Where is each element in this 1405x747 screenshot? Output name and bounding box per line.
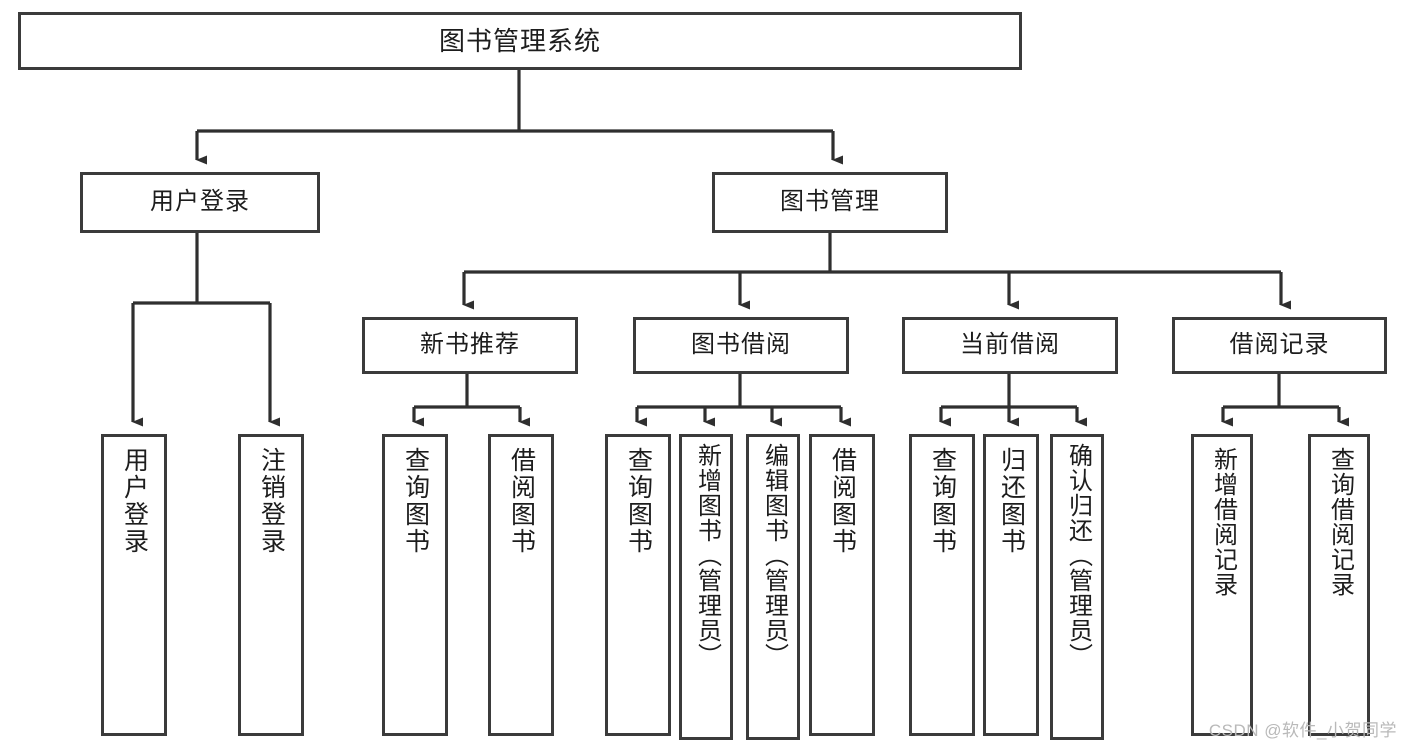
leaf-user-login[interactable]: 用户登录 bbox=[101, 434, 167, 736]
csdn-watermark: CSDN @软件_小贺同学 bbox=[1208, 721, 1397, 740]
leaf-label: 用户登录 bbox=[120, 447, 149, 555]
node-current-borrow[interactable]: 当前借阅 bbox=[902, 317, 1118, 374]
leaf-label: 借阅图书 bbox=[828, 447, 857, 555]
leaf-label: 编辑图书（管理员） bbox=[760, 443, 788, 668]
node-root-system[interactable]: 图书管理系统 bbox=[18, 12, 1022, 70]
leaf-add-book-admin[interactable]: 新增图书（管理员） bbox=[679, 434, 733, 740]
leaf-edit-book-admin[interactable]: 编辑图书（管理员） bbox=[746, 434, 800, 740]
leaf-query-book-recommend[interactable]: 查询图书 bbox=[382, 434, 448, 736]
leaf-label: 查询借阅记录 bbox=[1326, 447, 1354, 597]
leaf-label: 注销登录 bbox=[257, 447, 286, 555]
leaf-query-book-current[interactable]: 查询图书 bbox=[909, 434, 975, 736]
node-borrow-record[interactable]: 借阅记录 bbox=[1172, 317, 1387, 374]
node-user-login[interactable]: 用户登录 bbox=[80, 172, 320, 233]
node-book-management[interactable]: 图书管理 bbox=[712, 172, 948, 233]
node-book-borrow[interactable]: 图书借阅 bbox=[633, 317, 849, 374]
leaf-label: 确认归还（管理员） bbox=[1064, 443, 1092, 668]
leaf-return-book[interactable]: 归还图书 bbox=[983, 434, 1039, 736]
leaf-label: 新增借阅记录 bbox=[1209, 447, 1237, 597]
leaf-label: 查询图书 bbox=[401, 447, 430, 555]
leaf-label: 查询图书 bbox=[624, 447, 653, 555]
leaf-query-borrow-record[interactable]: 查询借阅记录 bbox=[1308, 434, 1370, 736]
leaf-label: 新增图书（管理员） bbox=[693, 443, 721, 668]
leaf-label: 借阅图书 bbox=[507, 447, 536, 555]
node-new-book-recommend[interactable]: 新书推荐 bbox=[362, 317, 578, 374]
leaf-borrow-book[interactable]: 借阅图书 bbox=[809, 434, 875, 736]
leaf-borrow-book-recommend[interactable]: 借阅图书 bbox=[488, 434, 554, 736]
leaf-add-borrow-record[interactable]: 新增借阅记录 bbox=[1191, 434, 1253, 736]
leaf-label: 归还图书 bbox=[997, 447, 1026, 555]
leaf-query-book-borrow[interactable]: 查询图书 bbox=[605, 434, 671, 736]
leaf-confirm-return-admin[interactable]: 确认归还（管理员） bbox=[1050, 434, 1104, 740]
leaf-logout[interactable]: 注销登录 bbox=[238, 434, 304, 736]
leaf-label: 查询图书 bbox=[928, 447, 957, 555]
